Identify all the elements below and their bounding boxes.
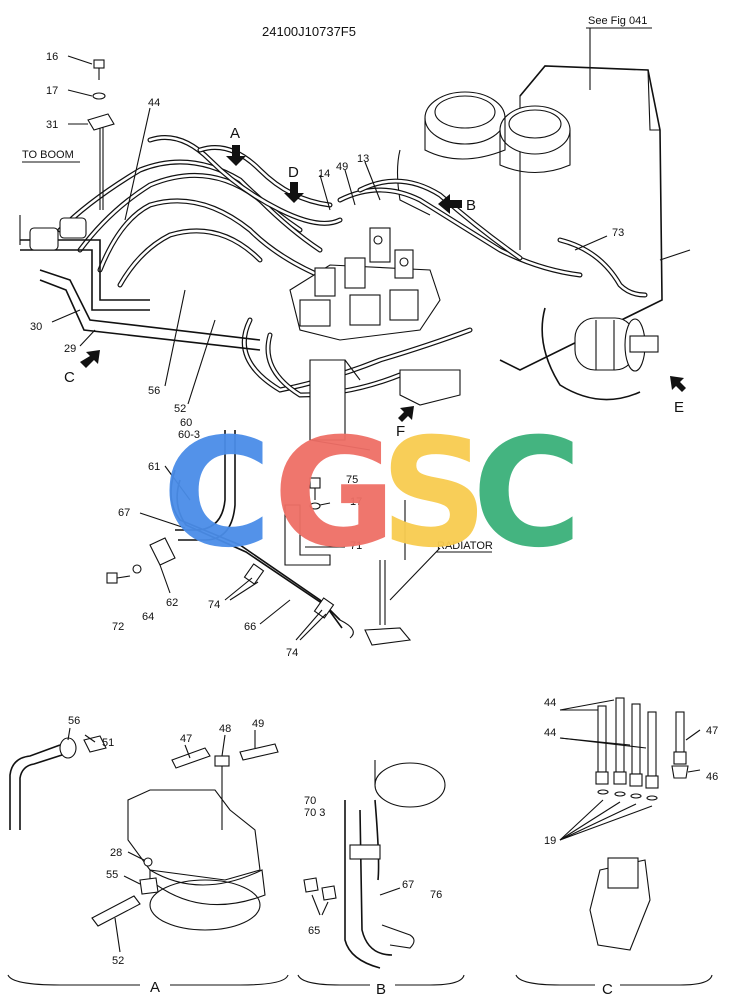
arrow-c-icon [80,350,100,368]
callout-17b: 17 [350,496,362,508]
radiator-pipes [170,430,492,646]
callout-56: 56 [148,385,160,397]
callout-67: 67 [118,507,130,519]
watermark-letter-3: S [380,407,488,581]
view-label-e: E [674,399,684,416]
hardware-16-17-31 [67,55,115,131]
callout-31: 31 [46,119,58,131]
detail-c-callout-44a: 44 [544,697,556,709]
label-radiator: RADIATOR [437,540,493,552]
watermark-letter-4: C [472,407,582,581]
callout-74a: 74 [208,599,220,611]
part-number-title: 24100J10737F5 [262,24,356,39]
view-label-f: F [396,423,405,440]
detail-a-callout-51: 51 [102,737,114,749]
detail-c-callout-44b: 44 [544,727,556,739]
see-fig-reference: See Fig 041 [588,15,647,27]
callout-17: 17 [46,85,58,97]
watermark-logo: C G S C [162,407,582,581]
callout-61: 61 [148,461,160,473]
callout-49: 49 [336,161,348,173]
watermark-letter-1: C [162,407,272,581]
detail-a [7,727,289,986]
detail-b-callout-76: 76 [430,889,442,901]
arrow-e-icon [670,376,686,392]
label-to-boom: TO BOOM [22,149,74,161]
watermark-letter-2: G [273,407,396,581]
view-arrows [80,145,686,422]
hydraulic-tank [396,65,691,371]
callout-62: 62 [166,597,178,609]
detail-b-title: B [376,981,386,998]
callout-66: 66 [244,621,256,633]
hardware-72-64-75 [106,477,321,584]
arrow-a-icon [226,145,246,166]
callout-74b: 74 [286,647,298,659]
callout-leaders [51,107,608,641]
callout-75: 75 [346,474,358,486]
detail-c-callout-47: 47 [706,725,718,737]
mounting-brackets [149,359,461,566]
callout-60-3: 60-3 [178,429,200,441]
callout-16: 16 [46,51,58,63]
detail-c-callout-46: 46 [706,771,718,783]
return-filter [541,307,659,401]
callout-44: 44 [148,97,160,109]
callout-29: 29 [64,343,76,355]
detail-c-title: C [602,981,613,998]
detail-a-callout-52: 52 [112,955,124,967]
callout-64: 64 [142,611,154,623]
detail-c-callout-19: 19 [544,835,556,847]
detail-b-callout-67: 67 [402,879,414,891]
detail-a-callout-48: 48 [219,723,231,735]
callout-60: 60 [180,417,192,429]
callout-73: 73 [612,227,624,239]
callout-13: 13 [357,153,369,165]
view-label-a: A [230,125,240,142]
callout-14: 14 [318,168,330,180]
callout-30: 30 [30,321,42,333]
hose-bundle [57,135,648,398]
detail-a-callout-47: 47 [180,733,192,745]
detail-a-callout-55: 55 [106,869,118,881]
detail-b-callout-70-3: 70 3 [304,807,325,819]
control-valve [289,227,441,341]
callout-71: 71 [350,540,362,552]
detail-b [297,760,465,986]
detail-b-callout-65: 65 [308,925,320,937]
arrow-b-icon [438,194,462,214]
detail-a-callout-49: 49 [252,718,264,730]
view-label-c: C [64,369,75,386]
callout-72: 72 [112,621,124,633]
detail-b-callout-70: 70 [304,795,316,807]
detail-a-callout-28: 28 [110,847,122,859]
view-label-d: D [288,164,299,181]
detail-a-title: A [150,979,160,996]
pipe-assembly [19,120,261,351]
detail-a-callout-56: 56 [68,715,80,727]
detail-c [515,697,713,986]
arrow-d-icon [284,182,304,203]
callout-52: 52 [174,403,186,415]
arrow-f-icon [398,406,414,422]
view-label-b: B [466,197,476,214]
